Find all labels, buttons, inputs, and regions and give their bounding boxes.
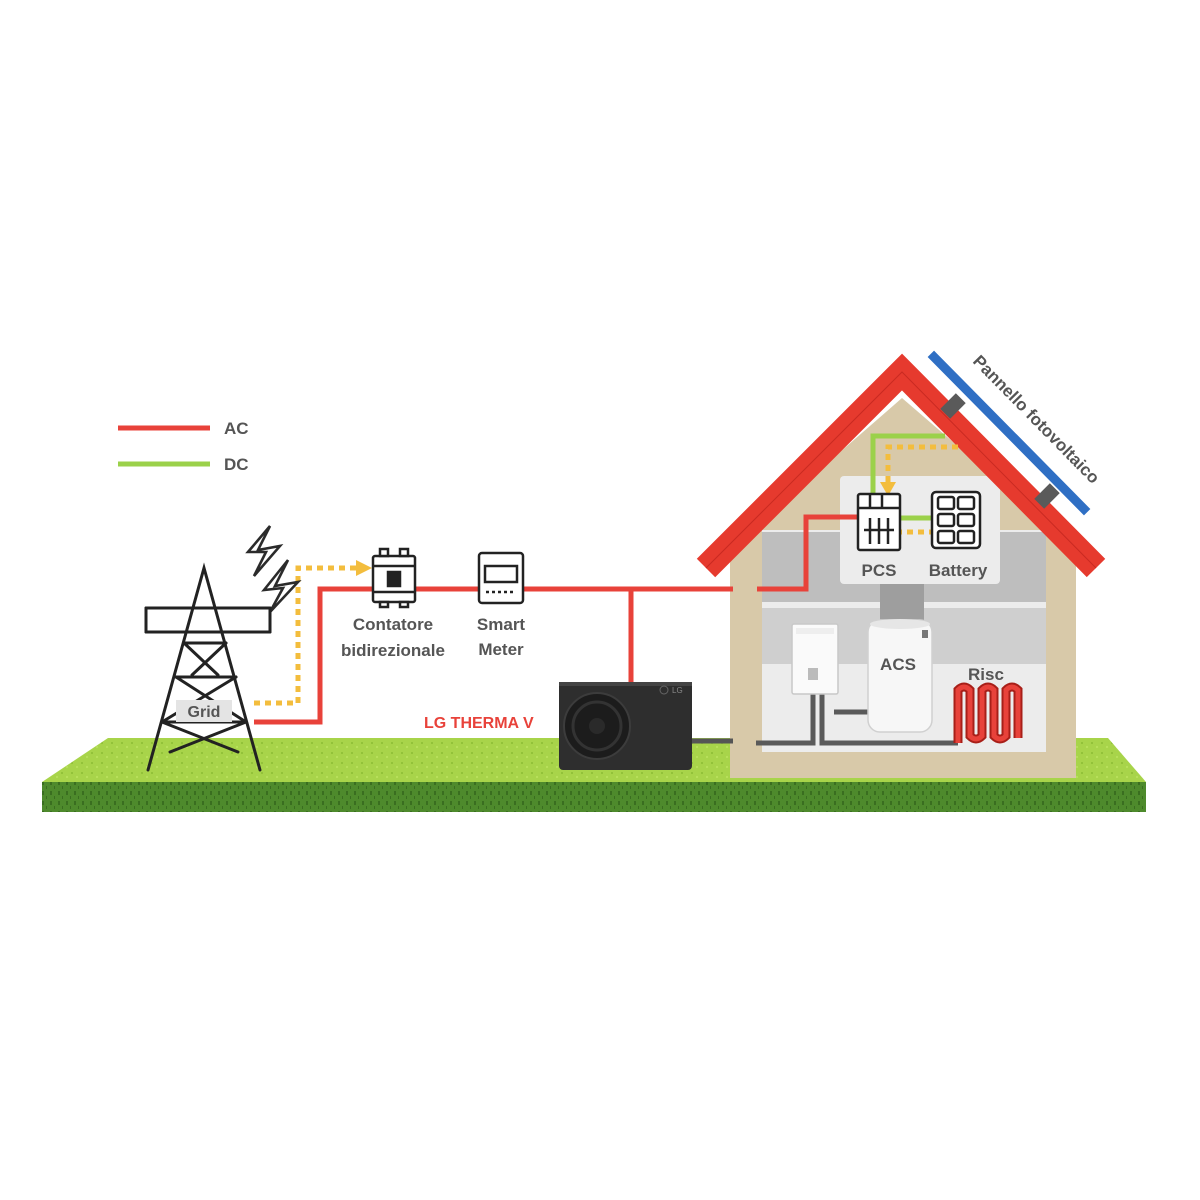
grass-front [42,782,1146,812]
heat-pump-icon: LG [559,682,692,770]
battery-label: Battery [929,561,988,580]
pcs-label: PCS [862,561,897,580]
acs-label: ACS [880,655,916,674]
heat-pump-logo: LG [672,686,683,695]
smart-meter-icon [477,551,525,605]
battery-icon [930,490,982,550]
data-arrow-pcs [880,482,896,496]
pcs-inverter-icon [856,492,902,552]
indoor-unit-icon [791,623,839,695]
grid-label: Grid [188,704,221,721]
solar-panel-icon [927,350,1091,516]
water-tank-icon [867,619,933,733]
smart-meter-label-line2: Meter [478,640,524,659]
indoor-piping [756,692,958,746]
legend: AC DC [118,419,249,474]
bidirectional-meter-icon [371,547,417,609]
radiator-coil-icon [953,682,1023,744]
smart-meter-label-line1: Smart [477,615,526,634]
bidirectional-meter-label-line1: Contatore [353,615,433,634]
ac-wiring [254,514,866,725]
lightning-icon [245,525,302,613]
bidirectional-meter-label-line2: bidirezionale [341,641,445,660]
grid-label-box [176,700,232,722]
legend-ac-label: AC [224,419,249,438]
data-arrow-meter [356,560,372,576]
heat-pump-label: LG THERMA V [424,715,534,732]
legend-dc-label: DC [224,455,249,474]
dc-wiring [870,433,945,521]
data-wiring [254,444,958,706]
risc-label: Risc [968,665,1004,684]
